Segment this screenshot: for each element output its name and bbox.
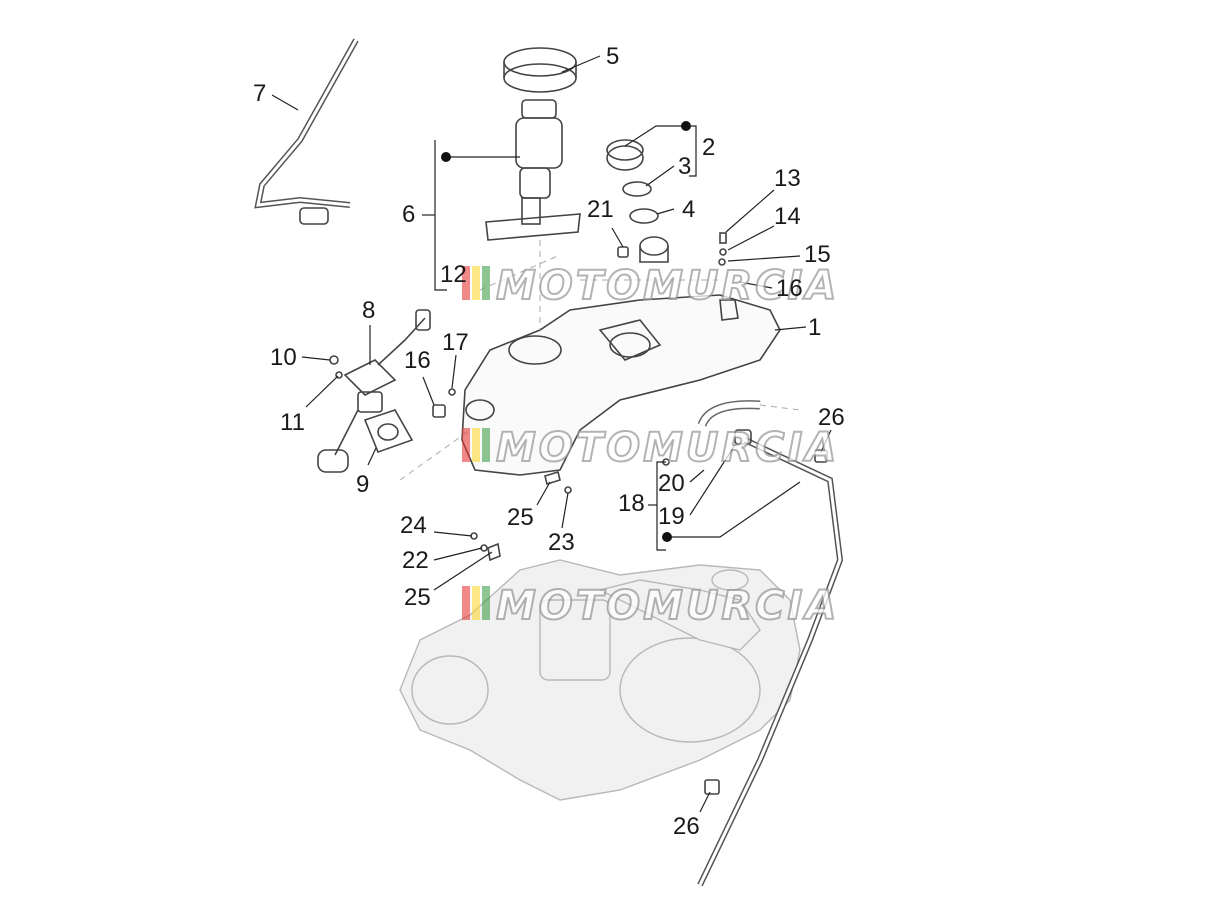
callout-9: 9 — [356, 471, 369, 498]
watermark-stripe — [462, 586, 470, 620]
callout-6: 6 — [402, 201, 415, 228]
watermark-stripe — [462, 428, 470, 462]
bullet-dot — [662, 532, 672, 542]
watermark-stripe — [462, 266, 470, 300]
fuel-pump-assembly — [485, 47, 581, 241]
callout-2: 2 — [702, 134, 715, 161]
callout-12: 12 — [440, 261, 467, 288]
fuel-cap-assembly — [606, 139, 669, 263]
watermark-text: MOTOMURCIA — [496, 425, 839, 471]
callout-16: 16 — [776, 275, 803, 302]
callout-20: 20 — [658, 470, 685, 497]
callout-7: 7 — [253, 80, 266, 107]
small-hardware — [432, 232, 828, 795]
watermark-stripe — [472, 428, 480, 462]
watermark-stripe — [482, 428, 490, 462]
callout-14: 14 — [774, 203, 801, 230]
breather-hose — [254, 38, 359, 225]
callout-17: 17 — [442, 329, 469, 356]
callout-3: 3 — [678, 153, 691, 180]
watermark-stripe — [482, 586, 490, 620]
callout-26: 26 — [818, 404, 845, 431]
fuel-pipe — [697, 400, 844, 887]
watermark-text: MOTOMURCIA — [496, 583, 839, 629]
leader-lines — [271, 55, 832, 813]
callout-18: 18 — [618, 490, 645, 517]
callout-19: 19 — [658, 503, 685, 530]
watermark-stripe — [482, 266, 490, 300]
callout-labels: 1 2 3 4 5 6 7 8 9 10 11 12 13 14 15 16 1… — [253, 43, 845, 840]
assembly-guide-lines — [399, 240, 801, 481]
callout-16: 16 — [404, 347, 431, 374]
callout-11: 11 — [280, 409, 305, 436]
watermark-stripe — [472, 586, 480, 620]
callout-1: 1 — [808, 314, 821, 341]
callout-23: 23 — [548, 529, 575, 556]
callout-15: 15 — [804, 241, 831, 268]
fuel-tank — [461, 294, 781, 476]
callout-24: 24 — [400, 512, 427, 539]
callout-4: 4 — [682, 196, 695, 223]
callout-25: 25 — [404, 584, 431, 611]
callout-25: 25 — [507, 504, 534, 531]
watermark-middle: MOTOMURCIA — [462, 424, 839, 472]
callout-8: 8 — [362, 297, 375, 324]
watermark-bottom: MOTOMURCIA — [462, 582, 839, 630]
callout-22: 22 — [402, 547, 429, 574]
bullet-dot — [681, 121, 691, 131]
callout-13: 13 — [774, 165, 801, 192]
engine-ghost — [399, 559, 801, 801]
fuel-level-sender — [317, 309, 431, 473]
callout-21: 21 — [587, 196, 614, 223]
callout-26: 26 — [673, 813, 700, 840]
watermark-stripe — [472, 266, 480, 300]
callout-5: 5 — [606, 43, 619, 70]
bullet-dot — [441, 152, 451, 162]
watermark-top: MOTOMURCIA — [462, 262, 839, 310]
watermark-text: MOTOMURCIA — [496, 263, 839, 309]
callout-10: 10 — [270, 344, 297, 371]
